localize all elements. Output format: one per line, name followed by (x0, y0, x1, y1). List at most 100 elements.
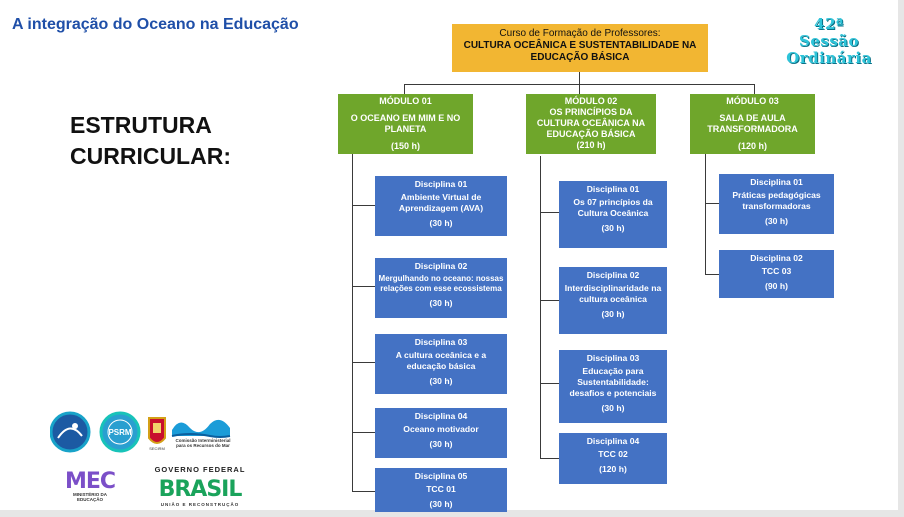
discipline-label: Disciplina 01 (414, 179, 468, 189)
module-2-discipline-4: Disciplina 04 TCC 02 (120 h) (559, 433, 667, 484)
module-3-tick-2 (705, 274, 721, 275)
module-2-tick-2 (540, 300, 560, 301)
discipline-hours: (30 h) (429, 376, 453, 386)
module-3-discipline-2: Disciplina 02 TCC 03 (90 h) (719, 250, 834, 298)
section-title: ESTRUTURA CURRICULAR: (70, 110, 240, 172)
cirm-wave-logo (171, 419, 231, 438)
logo-artwork: PSRM SECIRM GOVERNO FEDERAL MEC BRASIL (49, 411, 246, 502)
navy-seal-logo (49, 411, 91, 453)
module-1-hours: (150 h) (390, 141, 420, 151)
module-2-box: MÓDULO 02 OS PRINCÍPIOS DA CULTURA OCEÂN… (526, 94, 656, 154)
connector-bus-to-module-3 (754, 84, 755, 94)
module-3-label: MÓDULO 03 (726, 96, 779, 106)
discipline-label: Disciplina 05 (414, 471, 468, 481)
module-1-discipline-4: Disciplina 04 Oceano motivador (30 h) (375, 408, 507, 458)
mec-logo-text: MEC (65, 469, 115, 494)
discipline-label: Disciplina 02 (414, 261, 468, 271)
discipline-hours: (120 h) (599, 464, 627, 474)
discipline-name: Os 07 princípios da Cultura Oceânica (573, 197, 653, 218)
secirm-logo-text: SECIRM (149, 446, 165, 451)
module-2-hours: (210 h) (576, 140, 606, 150)
module-3-name: SALA DE AULA TRANSFORMADORA (707, 113, 798, 134)
discipline-label: Disciplina 04 (586, 436, 640, 446)
module-1-tick-4 (352, 432, 376, 433)
section-title-line-2: CURRICULAR: (70, 143, 231, 169)
module-1-tick-5 (352, 491, 376, 492)
course-root-line-1: Curso de Formação de Professores: (499, 28, 661, 39)
module-1-discipline-2: Disciplina 02 Mergulhando no oceano: nos… (375, 258, 507, 318)
discipline-hours: (30 h) (429, 499, 453, 509)
module-1-tick-3 (352, 362, 376, 363)
discipline-label: Disciplina 01 (750, 177, 803, 187)
brasil-logo-caption: UNIÃO E RECONSTRUÇÃO (160, 502, 240, 507)
discipline-hours: (30 h) (601, 309, 625, 319)
module-1-label: MÓDULO 01 (379, 96, 432, 106)
page-title: A integração do Oceano na Educação (12, 16, 299, 33)
discipline-label: Disciplina 03 (414, 337, 468, 347)
section-title-line-1: ESTRUTURA (70, 112, 212, 138)
discipline-label: Disciplina 04 (414, 411, 468, 421)
discipline-label: Disciplina 01 (586, 184, 640, 194)
course-root-line-2: CULTURA OCEÂNICA E SUSTENTABILIDADE NA E… (463, 40, 697, 63)
psrm-logo: PSRM (99, 411, 141, 453)
connector-bus-to-module-2 (579, 84, 580, 94)
module-1-discipline-3: Disciplina 03 A cultura oceânica e a edu… (375, 334, 507, 394)
partner-logos: PSRM SECIRM GOVERNO FEDERAL MEC BRASIL C… (49, 408, 290, 510)
connector-root-down (579, 72, 580, 84)
discipline-hours: (30 h) (429, 218, 453, 228)
brasil-logo-text: BRASIL (159, 477, 243, 502)
connector-bus-to-module-1 (404, 84, 405, 94)
discipline-name: Práticas pedagógicas transformadoras (732, 190, 821, 211)
module-1-box: MÓDULO 01 O OCEANO EM MIM E NO PLANETA (… (338, 94, 473, 154)
discipline-label: Disciplina 02 (586, 270, 640, 280)
session-word: Sessão (799, 32, 859, 50)
discipline-hours: (30 h) (765, 216, 788, 226)
module-1-discipline-1: Disciplina 01 Ambiente Virtual de Aprend… (375, 176, 507, 236)
discipline-hours: (90 h) (765, 281, 788, 291)
discipline-name: A cultura oceânica e a educação básica (395, 350, 487, 371)
module-3-hours: (120 h) (737, 141, 767, 151)
course-root-box: Curso de Formação de Professores: CULTUR… (452, 24, 708, 72)
session-badge: 42ª Sessão Ordinária (770, 16, 888, 67)
discipline-name: Interdisciplinaridade na cultura oceânic… (564, 283, 662, 304)
module-1-tick-1 (352, 205, 376, 206)
module-2-spine (540, 156, 541, 459)
cirm-logo-caption: Comissão Interministerial para os Recurs… (175, 438, 231, 448)
discipline-name: Ambiente Virtual de Aprendizagem (AVA) (398, 192, 484, 213)
module-2-label: MÓDULO 02 (564, 96, 618, 106)
slide-frame-bottom (0, 510, 904, 517)
discipline-label: Disciplina 03 (586, 353, 640, 363)
discipline-label: Disciplina 02 (750, 253, 803, 263)
discipline-hours: (30 h) (601, 223, 625, 233)
psrm-logo-text: PSRM (108, 428, 131, 437)
module-2-discipline-2: Disciplina 02 Interdisciplinaridade na c… (559, 267, 667, 334)
module-1-tick-2 (352, 286, 376, 287)
module-1-name: O OCEANO EM MIM E NO PLANETA (350, 113, 461, 134)
module-2-tick-1 (540, 212, 560, 213)
module-1-discipline-5: Disciplina 05 TCC 01 (30 h) (375, 468, 507, 512)
discipline-hours: (30 h) (601, 403, 625, 413)
module-2-discipline-1: Disciplina 01 Os 07 princípios da Cultur… (559, 181, 667, 248)
module-2-name: OS PRINCÍPIOS DA CULTURA OCEÂNICA NA EDU… (536, 107, 646, 139)
module-2-discipline-3: Disciplina 03 Educação para Sustentabili… (559, 350, 667, 423)
discipline-name: Educação para Sustentabilidade: desafios… (569, 366, 657, 398)
module-3-discipline-1: Disciplina 01 Práticas pedagógicas trans… (719, 174, 834, 234)
discipline-name: TCC 02 (598, 449, 628, 459)
discipline-name: TCC 01 (426, 484, 456, 494)
discipline-hours: (30 h) (429, 298, 453, 308)
brasil-logo-letters: BRASIL (159, 477, 244, 502)
module-3-spine (705, 152, 706, 275)
discipline-name: TCC 03 (761, 266, 792, 276)
secirm-crest-logo: SECIRM (148, 417, 166, 451)
discipline-name: Mergulhando no oceano: nossas relações c… (378, 274, 504, 293)
discipline-name: Oceano motivador (403, 424, 479, 434)
module-2-tick-4 (540, 458, 560, 459)
mec-logo-caption: MINISTÉRIO DA EDUCAÇÃO (72, 492, 107, 502)
module-3-tick-1 (705, 203, 721, 204)
module-2-tick-3 (540, 383, 560, 384)
module-1-spine (352, 154, 353, 492)
session-number: 42ª (814, 15, 844, 33)
session-type: Ordinária (786, 49, 872, 67)
gov-header-text: GOVERNO FEDERAL (155, 465, 246, 474)
slide-frame-right (898, 0, 904, 517)
